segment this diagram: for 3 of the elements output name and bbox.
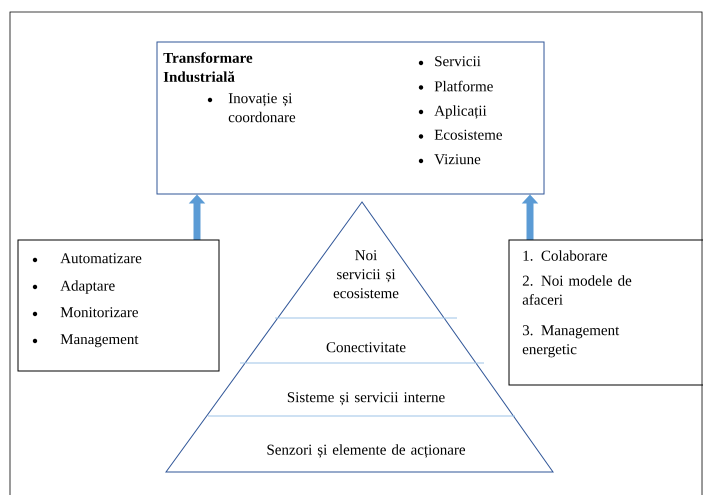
list-box: Automatizare Adaptare Monitorizare Management xyxy=(18,240,220,372)
process-box: Transformare Industrială Inovație și coordonare Servicii Platforme Aplicații Ecosisteme Viziune xyxy=(156,42,544,194)
list-box: 1. Colaborare 2. Noi modele de afaceri 3. Management energetic xyxy=(508,240,703,386)
